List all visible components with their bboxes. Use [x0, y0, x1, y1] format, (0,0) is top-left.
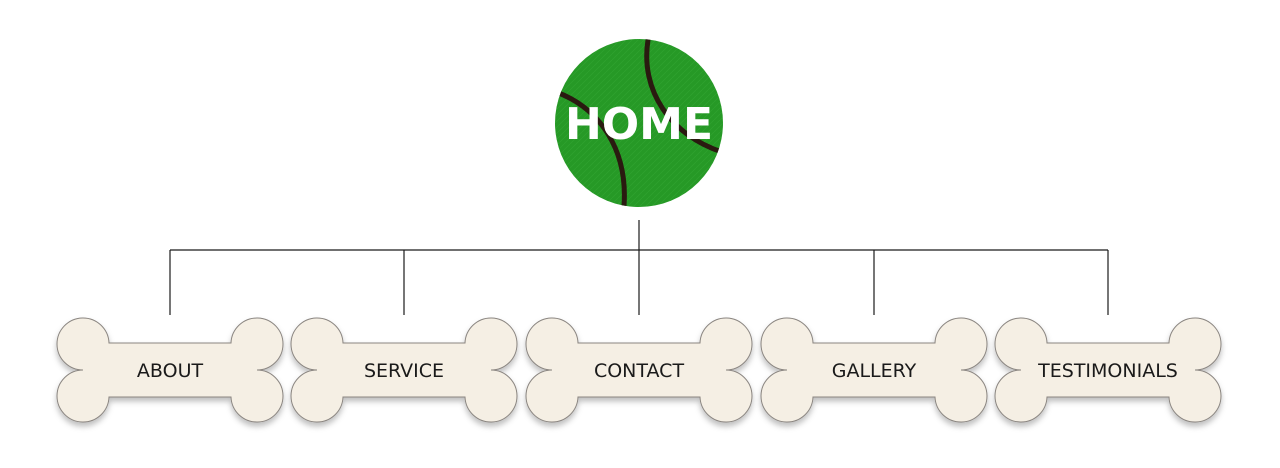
nav-item-gallery-label: GALLERY	[832, 360, 917, 382]
tennis-ball-icon	[555, 39, 723, 207]
home-label: HOME	[565, 99, 713, 150]
nav-item-service[interactable]: SERVICE	[290, 317, 518, 423]
nav-item-service-label: SERVICE	[364, 360, 444, 382]
home-node[interactable]: HOME	[555, 39, 723, 207]
dog-bone-icon	[525, 317, 753, 423]
dog-bone-icon	[760, 317, 988, 423]
dog-bone-icon	[290, 317, 518, 423]
dog-bone-icon	[56, 317, 284, 423]
nav-item-contact-label: CONTACT	[594, 360, 684, 382]
connector-tree	[169, 220, 1109, 315]
dog-bone-icon	[994, 317, 1222, 423]
nav-item-contact[interactable]: CONTACT	[525, 317, 753, 423]
nav-items: ABOUT SERVICE CONTACT GALLERY TESTIMONIA…	[56, 317, 1222, 423]
nav-item-about-label: ABOUT	[137, 360, 204, 382]
nav-item-gallery[interactable]: GALLERY	[760, 317, 988, 423]
nav-item-testimonials[interactable]: TESTIMONIALS	[994, 317, 1222, 423]
nav-item-about[interactable]: ABOUT	[56, 317, 284, 423]
nav-item-testimonials-label: TESTIMONIALS	[1037, 360, 1178, 382]
